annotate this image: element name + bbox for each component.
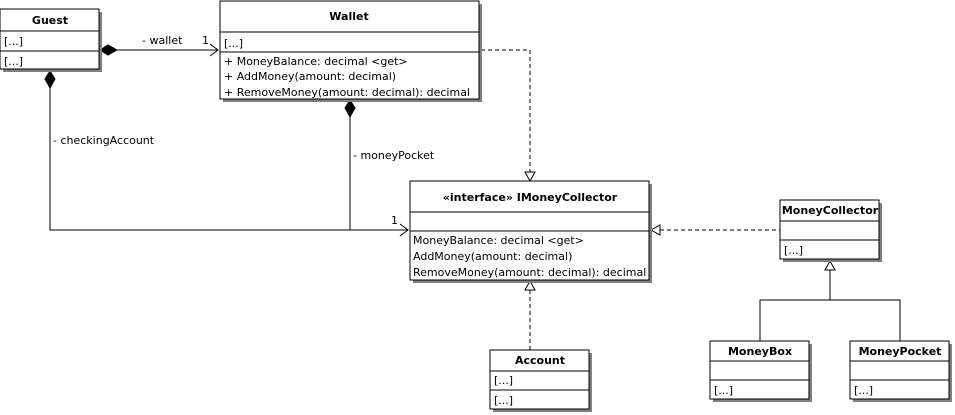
class-wallet[interactable]: Wallet [...] + MoneyBalance: decimal <ge… — [219, 0, 482, 102]
guest-checking-account-association — [44, 70, 409, 237]
wallet-realization — [481, 49, 536, 183]
class-moneybox-title: MoneyBox — [728, 345, 792, 358]
label-wallet-role: - wallet — [142, 34, 183, 47]
class-moneybox[interactable]: MoneyBox [...] — [709, 340, 812, 402]
realization-arrow-icon — [524, 279, 536, 291]
class-wallet-attributes: [...] — [224, 37, 243, 50]
class-guest-operations: [...] — [4, 55, 23, 68]
interface-imoneycollector-operation: RemoveMoney(amount: decimal): decimal — [413, 266, 646, 279]
composition-diamond-icon — [344, 99, 356, 119]
moneycollector-generalization — [759, 259, 901, 341]
label-checking-multiplicity: 1 — [391, 214, 398, 227]
label-wallet-multiplicity: 1 — [202, 34, 209, 47]
class-moneycollector-operations: [...] — [784, 244, 803, 257]
arrow-head-icon — [399, 223, 409, 237]
class-moneypocket-title: MoneyPocket — [859, 345, 942, 358]
class-moneycollector[interactable]: MoneyCollector [...] — [779, 199, 882, 262]
class-account-title: Account — [515, 354, 565, 367]
class-moneycollector-title: MoneyCollector — [782, 204, 879, 217]
class-account-attributes: [...] — [494, 374, 513, 387]
label-money-pocket-role: - moneyPocket — [353, 149, 435, 162]
moneycollector-realization — [649, 224, 780, 236]
generalization-arrow-icon — [824, 259, 836, 271]
class-moneypocket[interactable]: MoneyPocket [...] — [849, 340, 952, 402]
label-checking-account-role: - checkingAccount — [53, 134, 155, 147]
class-wallet-operation: + RemoveMoney(amount: decimal): decimal — [224, 86, 470, 99]
class-account[interactable]: Account [...] [...] — [489, 349, 592, 412]
class-wallet-title: Wallet — [329, 10, 368, 23]
class-guest-title: Guest — [32, 14, 68, 27]
class-wallet-operation: + MoneyBalance: decimal <get> — [224, 55, 408, 68]
class-guest-attributes: [...] — [4, 35, 23, 48]
realization-arrow-icon — [524, 171, 536, 183]
wallet-money-pocket-composition — [344, 99, 356, 230]
class-moneybox-operations: [...] — [714, 384, 733, 397]
composition-diamond-icon — [99, 44, 119, 56]
interface-imoneycollector-operation: MoneyBalance: decimal <get> — [413, 234, 584, 247]
class-account-operations: [...] — [494, 394, 513, 407]
account-realization — [524, 279, 536, 350]
composition-diamond-icon — [44, 70, 56, 90]
class-wallet-operation: + AddMoney(amount: decimal) — [224, 70, 396, 83]
arrow-head-icon — [209, 43, 219, 57]
realization-arrow-icon — [649, 224, 661, 236]
class-moneypocket-operations: [...] — [854, 384, 873, 397]
interface-imoneycollector[interactable]: «interface» IMoneyCollector MoneyBalance… — [409, 180, 652, 283]
interface-imoneycollector-operation: AddMoney(amount: decimal) — [413, 250, 572, 263]
interface-imoneycollector-title: «interface» IMoneyCollector — [443, 191, 618, 204]
class-guest[interactable]: Guest [...] [...] — [0, 8, 102, 72]
guest-wallet-composition — [99, 43, 219, 57]
